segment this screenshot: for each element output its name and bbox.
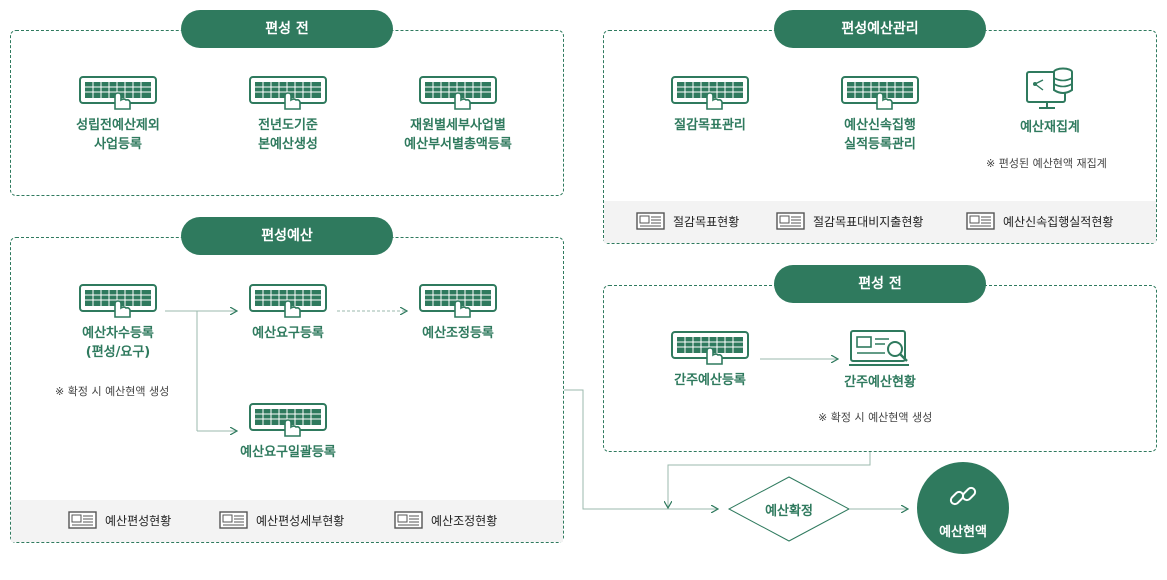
node-label: 전년도기준 본예산생성 <box>258 118 318 152</box>
node-deemed-status[interactable]: 간주예산현황 <box>800 329 960 392</box>
pre-budget2-note: ※ 확정 시 예산현액 생성 <box>818 411 933 424</box>
report-budget-status[interactable]: 예산편성현황 <box>68 511 171 529</box>
report-icon <box>776 212 805 230</box>
node-label: 절감목표관리 <box>674 118 746 133</box>
keyboard-icon <box>841 76 919 110</box>
result-label: 예산현액 <box>939 525 987 540</box>
confirm-diamond[interactable]: 예산확정 <box>765 504 813 519</box>
node-label: 예산신속집행 실적등록관리 <box>844 118 916 152</box>
report-budget-detail[interactable]: 예산편성세부현황 <box>219 511 344 529</box>
budget-title: 편성예산 <box>181 217 393 255</box>
keyboard-icon <box>249 284 327 318</box>
keyboard-icon <box>671 331 749 365</box>
report-rapid-exec[interactable]: 예산신속집행실적현황 <box>966 212 1113 230</box>
keyboard-icon <box>419 284 497 318</box>
node-round-register[interactable]: 예산차수등록 (편성/요구) <box>38 284 198 362</box>
report-label: 예산편성현황 <box>105 513 172 528</box>
keyboard-icon <box>671 76 749 110</box>
node-request-register[interactable]: 예산요구등록 <box>208 284 368 343</box>
report-search-icon <box>849 330 909 366</box>
node-label: 예산차수등록 (편성/요구) <box>82 326 154 360</box>
node-label: 예산요구등록 <box>252 326 324 341</box>
management-report-bar <box>604 201 1156 243</box>
budget-report-bar <box>11 500 563 542</box>
report-icon <box>966 212 995 230</box>
report-icon <box>219 511 248 529</box>
node-bulk-request[interactable]: 예산요구일괄등록 <box>208 403 368 462</box>
node-label: 간주예산등록 <box>674 373 746 388</box>
node-reaggregate[interactable]: 예산재집계 <box>970 66 1130 137</box>
keyboard-icon <box>79 284 157 318</box>
node-adjust-register[interactable]: 예산조정등록 <box>378 284 538 343</box>
report-icon <box>68 511 97 529</box>
keyboard-icon <box>249 403 327 437</box>
report-saving-status[interactable]: 절감목표현황 <box>636 212 739 230</box>
report-label: 절감목표대비지출현황 <box>813 214 924 229</box>
management-note: ※ 편성된 예산현액 재집계 <box>986 157 1107 170</box>
pre-budget-title: 편성 전 <box>181 10 393 48</box>
node-deemed-register[interactable]: 간주예산등록 <box>630 331 790 390</box>
database-monitor-icon <box>1026 67 1073 109</box>
node-saving-target[interactable]: 절감목표관리 <box>630 76 790 135</box>
node-label: 성립전예산제외 사업등록 <box>76 118 160 152</box>
node-label: 예산요구일괄등록 <box>240 445 336 460</box>
report-adjust-status[interactable]: 예산조정현황 <box>394 511 497 529</box>
report-label: 예산편성세부현황 <box>256 513 345 528</box>
node-base-budget[interactable]: 전년도기준 본예산생성 <box>208 76 368 154</box>
report-icon <box>636 212 665 230</box>
keyboard-icon <box>79 76 157 110</box>
link-icon <box>949 486 977 506</box>
node-label: 간주예산현황 <box>844 375 916 390</box>
node-label: 예산조정등록 <box>422 326 494 341</box>
node-exclude-register[interactable]: 성립전예산제외 사업등록 <box>38 76 198 154</box>
node-label: 예산재집계 <box>1020 120 1080 135</box>
keyboard-icon <box>249 76 327 110</box>
keyboard-icon <box>419 76 497 110</box>
report-label: 예산신속집행실적현황 <box>1003 214 1114 229</box>
report-label: 예산조정현황 <box>431 513 498 528</box>
report-label: 절감목표현황 <box>673 214 740 229</box>
node-rapid-exec[interactable]: 예산신속집행 실적등록관리 <box>800 76 960 154</box>
report-icon <box>394 511 423 529</box>
budget-note: ※ 확정 시 예산현액 생성 <box>55 385 170 398</box>
node-label: 재원별세부사업별 예산부서별총액등록 <box>404 118 512 152</box>
report-saving-spend[interactable]: 절감목표대비지출현황 <box>776 212 923 230</box>
result-circle[interactable] <box>917 462 1009 554</box>
management-title: 편성예산관리 <box>774 10 986 48</box>
pre-budget2-title: 편성 전 <box>774 265 986 303</box>
node-total-register[interactable]: 재원별세부사업별 예산부서별총액등록 <box>378 76 538 154</box>
